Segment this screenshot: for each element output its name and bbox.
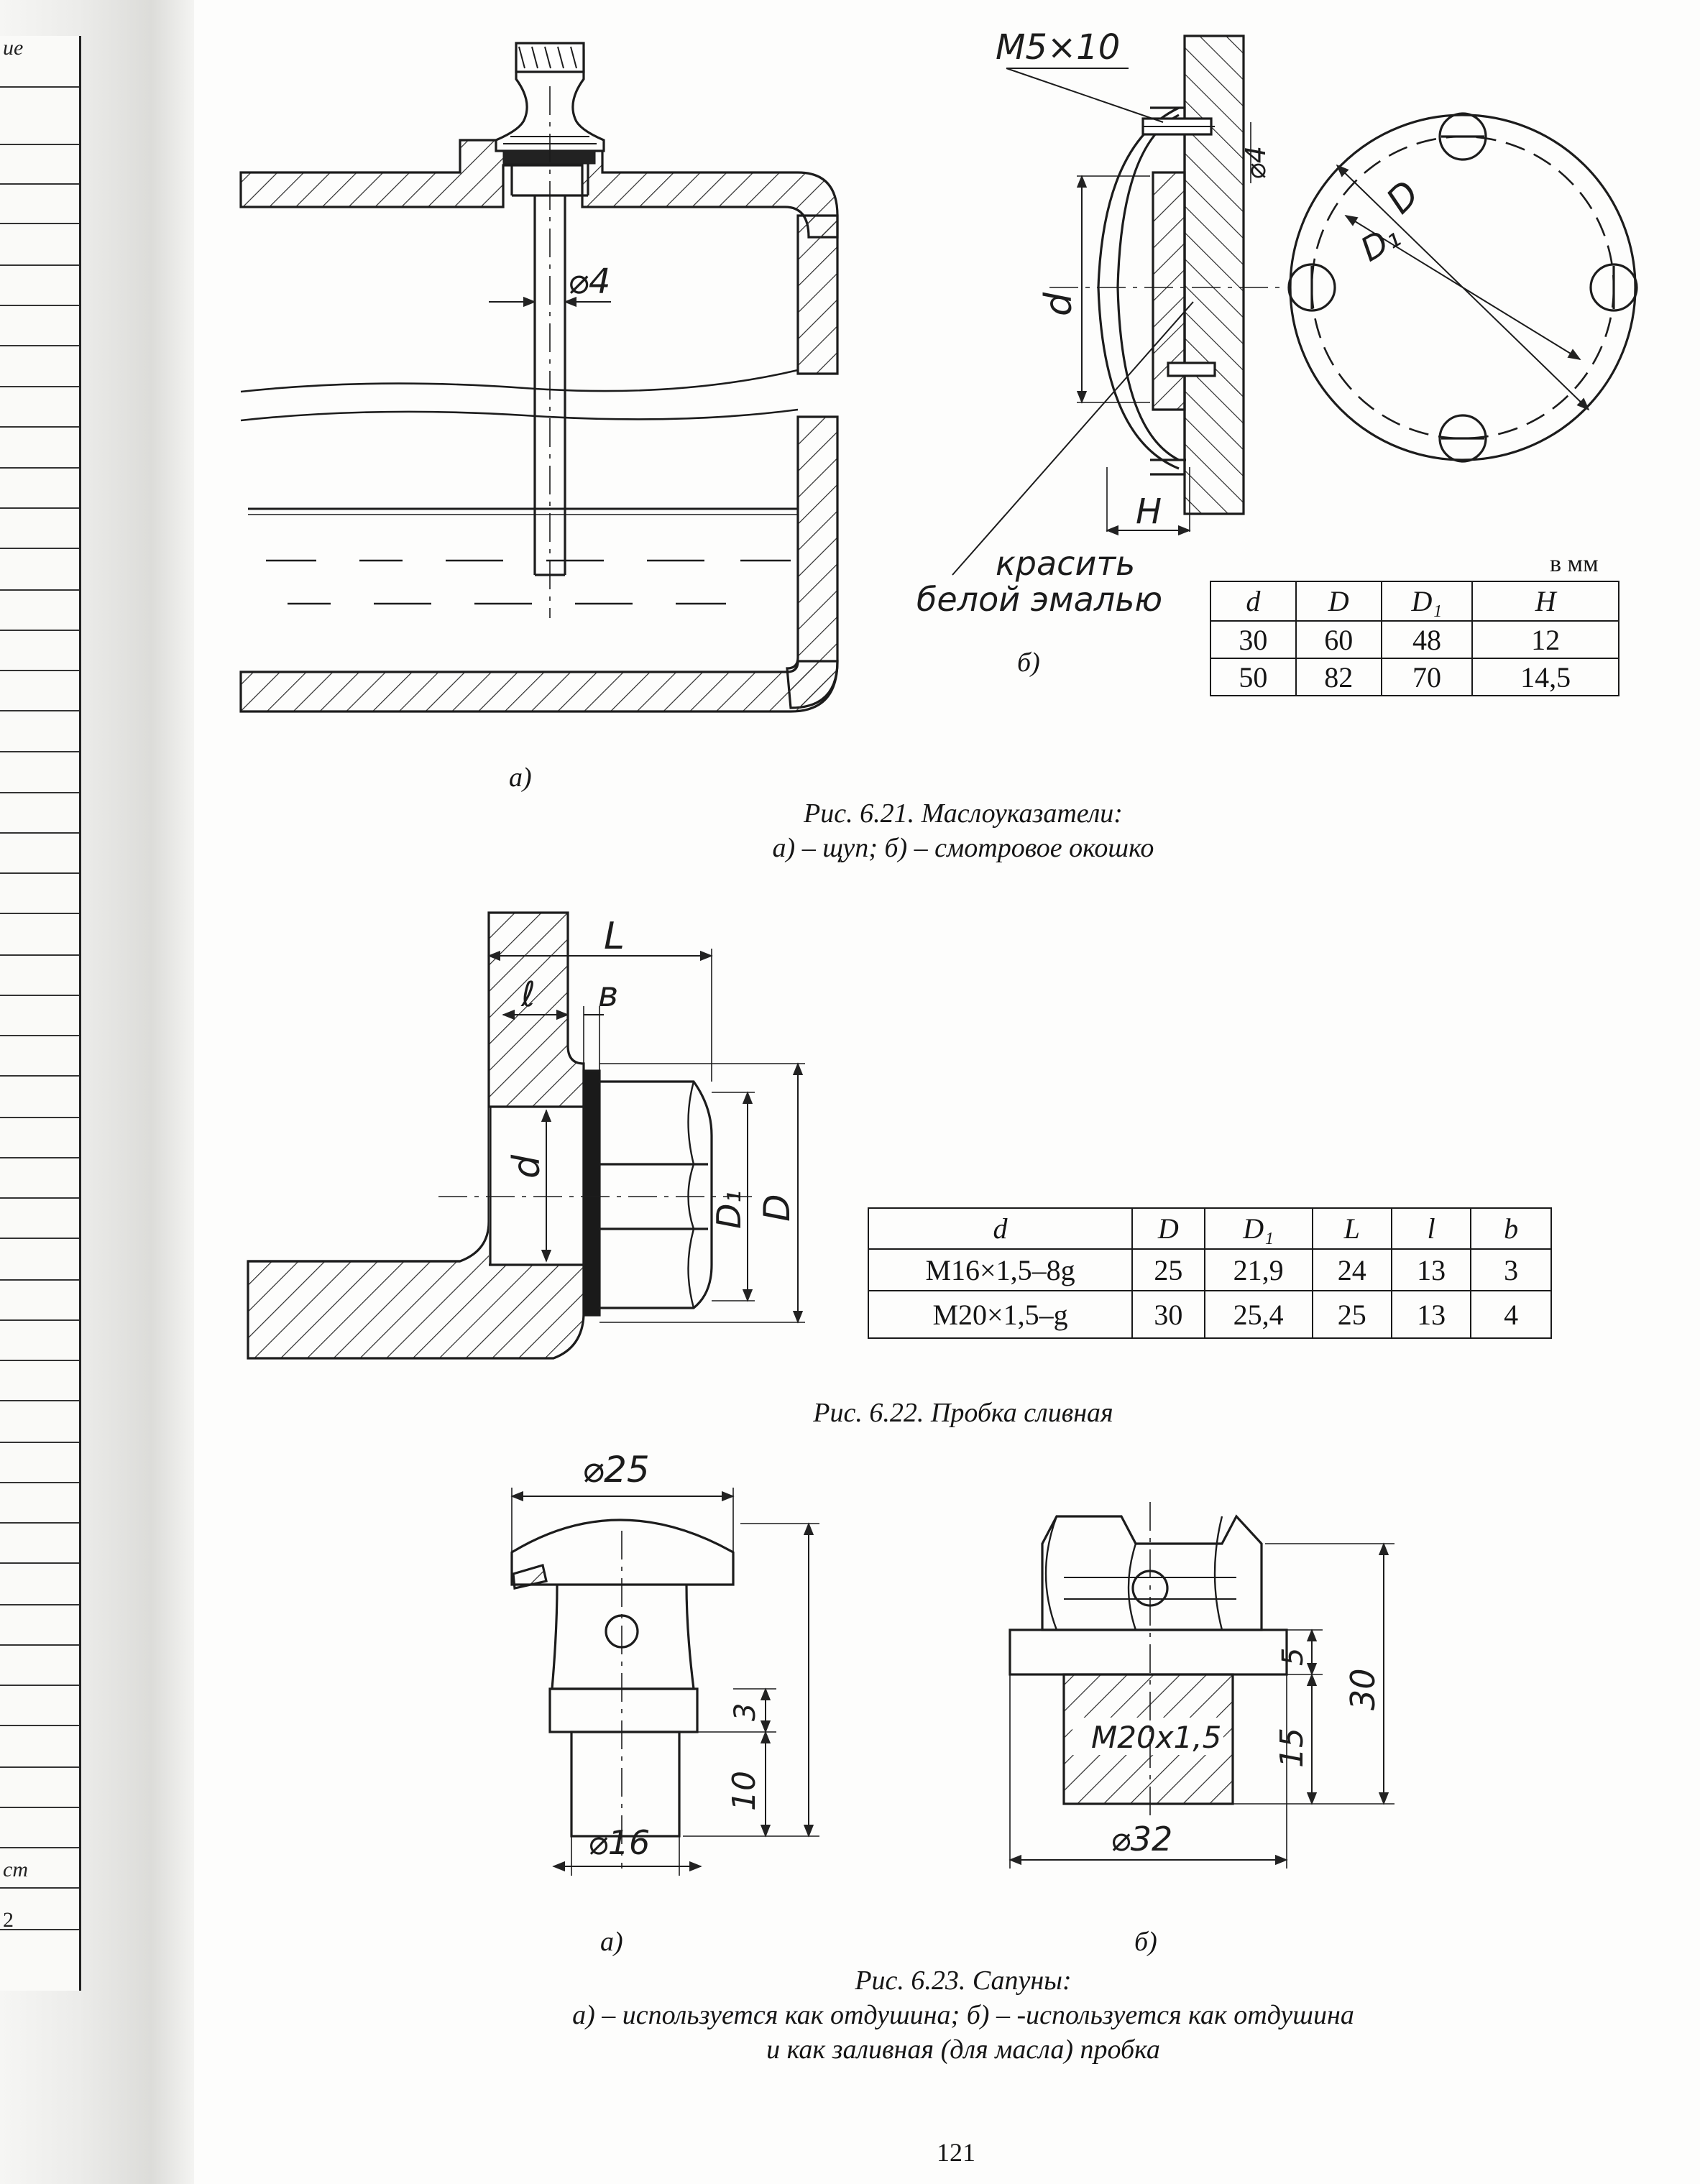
binding-cell <box>0 86 79 88</box>
table-cell: 13 <box>1390 1290 1472 1339</box>
table-cell: 50 <box>1210 658 1297 696</box>
fig-6-21a-dipstick-drawing <box>239 42 839 713</box>
fig-6-23b-bottom-diameter-label: ⌀32 <box>1111 1820 1172 1858</box>
fig-6-22-D-label: D <box>756 1194 798 1222</box>
table-cell: 30 <box>1210 620 1297 659</box>
fig-6-21-caption: Рис. 6.21. Маслоуказатели: а) – щуп; б) … <box>431 796 1495 865</box>
fig-6-21b-thread-label: M5×10 <box>996 27 1120 68</box>
fig-6-21-table-unit: в мм <box>1550 550 1599 577</box>
table-cell: 48 <box>1380 620 1474 659</box>
binding-fragment-number: 2 <box>3 1908 14 1932</box>
table-cell: 82 <box>1295 658 1382 696</box>
fig-6-21b-hole-diameter-label: ⌀4 <box>1240 146 1272 180</box>
table-header-cell: b <box>1470 1207 1552 1250</box>
table-header-row: d D D₁ L l b <box>867 1207 1552 1250</box>
fig-6-21-label-a: а) <box>509 762 532 793</box>
binding-frame-strip: ие ст 2 <box>0 36 81 1991</box>
fig-6-21b-front-view <box>1287 112 1638 463</box>
table-cell: M16×1,5–8g <box>867 1248 1134 1291</box>
table-row: M20×1,5–g 30 25,4 25 13 4 <box>867 1290 1552 1339</box>
table-header-row: d D D₁ H <box>1210 581 1619 622</box>
table-header-cell: D <box>1295 581 1382 622</box>
table-cell: 25,4 <box>1203 1290 1313 1339</box>
fig-6-22-dimension-table: d D D₁ L l b M16×1,5–8g 25 21,9 24 13 3 … <box>867 1207 1552 1339</box>
fig-6-21-caption-line2: а) – щуп; б) – смотровое окошко <box>772 833 1154 863</box>
fig-6-23a-height-3-label: 3 <box>729 1703 762 1721</box>
table-cell: 30 <box>1131 1290 1205 1339</box>
fig-6-23-caption-line2: а) – используется как отдушина; б) – -ис… <box>572 2000 1354 2030</box>
table-cell: 12 <box>1471 620 1619 659</box>
table-header-cell: L <box>1311 1207 1392 1250</box>
fig-6-21b-paint-note-line1: красить <box>996 544 1135 583</box>
fig-6-21b-d1-label: D₁ <box>1354 216 1407 269</box>
fig-6-21b-paint-note-line2: белой эмалью <box>916 580 1162 619</box>
fig-6-23b-breather-drawing <box>1008 1502 1395 1869</box>
fig-6-21b-h-label: H <box>1136 492 1162 532</box>
table-header-cell: D₁ <box>1203 1207 1313 1250</box>
fig-6-22-D1-label: D₁ <box>709 1190 748 1229</box>
table-cell: 3 <box>1470 1248 1552 1291</box>
fig-6-23a-height-10-label: 10 <box>726 1771 763 1811</box>
fig-6-23a-bottom-diameter-label: ⌀16 <box>588 1823 650 1862</box>
table-header-cell: l <box>1390 1207 1472 1250</box>
fig-6-23-label-b: б) <box>1134 1927 1157 1957</box>
table-cell: 21,9 <box>1203 1248 1313 1291</box>
fig-6-23-caption: Рис. 6.23. Сапуны: а) – используется как… <box>431 1963 1495 2067</box>
fig-6-21a-rod-diameter-label: ⌀4 <box>568 262 610 302</box>
fig-6-22-l-label: ℓ <box>520 974 536 1015</box>
fig-6-23a-top-diameter-label: ⌀25 <box>582 1449 650 1490</box>
fig-6-21b-sight-window-drawing <box>952 34 1287 576</box>
binding-fragment-top: ие <box>3 36 24 60</box>
table-header-cell: D <box>1131 1207 1205 1250</box>
fig-6-23b-thread-label: M20x1,5 <box>1091 1720 1221 1755</box>
fig-6-22-b-label: в <box>598 974 618 1015</box>
table-row: 30 60 48 12 <box>1210 620 1619 659</box>
table-cell: 60 <box>1295 620 1382 659</box>
binding-fragment-list: ст <box>3 1858 28 1881</box>
fig-6-23a-breather-drawing <box>510 1488 819 1876</box>
table-cell: 25 <box>1131 1248 1205 1291</box>
fig-6-23-label-a: а) <box>600 1927 623 1957</box>
fig-6-23-caption-line1: Рис. 6.23. Сапуны: <box>855 1966 1072 1996</box>
fig-6-21b-d-label: d <box>1037 292 1080 316</box>
fig-6-22-caption: Рис. 6.22. Пробка сливная <box>813 1398 1113 1428</box>
fig-6-23-caption-line3: и как заливная (для масла) пробка <box>766 2035 1160 2065</box>
table-cell: 4 <box>1470 1290 1552 1339</box>
table-cell: 70 <box>1380 658 1474 696</box>
fig-6-23b-height-30-label: 30 <box>1343 1668 1382 1710</box>
table-cell: M20×1,5–g <box>867 1290 1134 1339</box>
table-cell: 13 <box>1390 1248 1472 1291</box>
table-row: M16×1,5–8g 25 21,9 24 13 3 <box>867 1248 1552 1291</box>
table-cell: 24 <box>1311 1248 1392 1291</box>
table-header-cell: d <box>867 1207 1134 1250</box>
table-header-cell: d <box>1210 581 1297 622</box>
fig-6-23b-height-5-label: 5 <box>1277 1648 1310 1666</box>
table-header-cell: D₁ <box>1380 581 1474 622</box>
fig-6-21-caption-line1: Рис. 6.21. Маслоуказатели: <box>804 798 1123 829</box>
fig-6-21-label-b: б) <box>1017 648 1040 678</box>
table-row: 50 82 70 14,5 <box>1210 658 1619 696</box>
fig-6-21-dimension-table: d D D₁ H 30 60 48 12 50 82 70 14,5 <box>1210 581 1619 696</box>
fig-6-23b-height-15-label: 15 <box>1274 1728 1310 1768</box>
page-number: 121 <box>937 2138 975 2167</box>
table-header-cell: H <box>1471 581 1619 622</box>
fig-6-21b-d-large-label: D <box>1378 172 1427 221</box>
table-cell: 25 <box>1311 1290 1392 1339</box>
table-cell: 14,5 <box>1471 658 1619 696</box>
fig-6-22-L-label: L <box>604 915 625 958</box>
fig-6-22-d-label: d <box>505 1154 548 1179</box>
fig-6-22-drain-plug-drawing <box>247 911 805 1360</box>
